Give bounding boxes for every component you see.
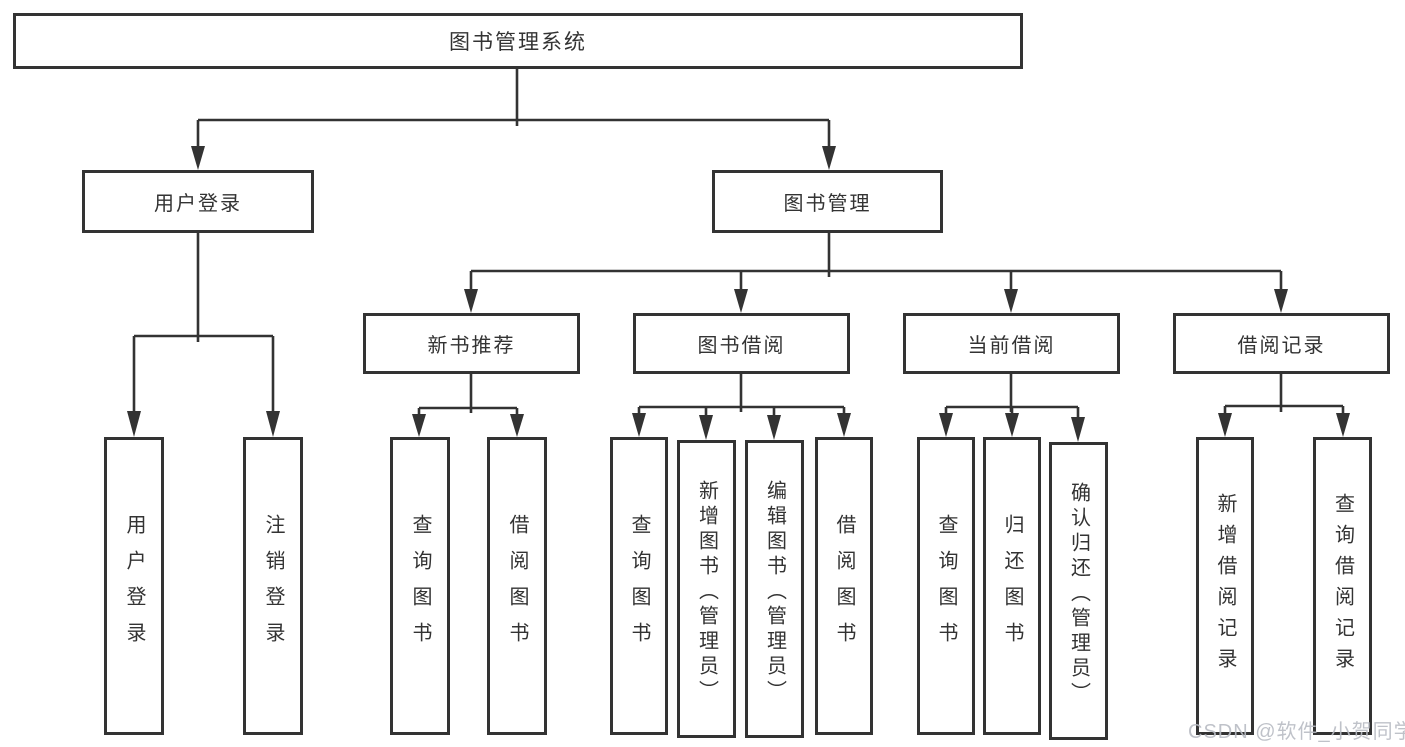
leaf-return-books: 归还图书 xyxy=(983,437,1041,735)
node-book-management: 图书管理 xyxy=(712,170,943,233)
node-current-borrow: 当前借阅 xyxy=(903,313,1120,374)
node-root: 图书管理系统 xyxy=(13,13,1023,69)
node-user-login: 用户登录 xyxy=(82,170,314,233)
node-book-borrow: 图书借阅 xyxy=(633,313,850,374)
leaf-query-borrow-record: 查询借阅记录 xyxy=(1313,437,1372,735)
leaf-current-query-books: 查询图书 xyxy=(917,437,975,735)
leaf-edit-books-admin: 编辑图书（管理员） xyxy=(745,440,804,738)
leaf-user-login: 用户登录 xyxy=(104,437,164,735)
leaf-confirm-return-admin: 确认归还（管理员） xyxy=(1049,442,1108,740)
csdn-watermark: CSDN @软件_小贺同学 xyxy=(1188,721,1405,743)
node-new-book-recommend: 新书推荐 xyxy=(363,313,580,374)
node-borrow-records: 借阅记录 xyxy=(1173,313,1390,374)
leaf-borrow-books: 借阅图书 xyxy=(815,437,873,735)
leaf-add-books-admin: 新增图书（管理员） xyxy=(677,440,736,738)
leaf-logout: 注销登录 xyxy=(243,437,303,735)
leaf-borrow-query-books: 查询图书 xyxy=(610,437,668,735)
leaf-recommend-query-books: 查询图书 xyxy=(390,437,450,735)
leaf-add-borrow-record: 新增借阅记录 xyxy=(1196,437,1254,735)
leaf-recommend-borrow-books: 借阅图书 xyxy=(487,437,547,735)
